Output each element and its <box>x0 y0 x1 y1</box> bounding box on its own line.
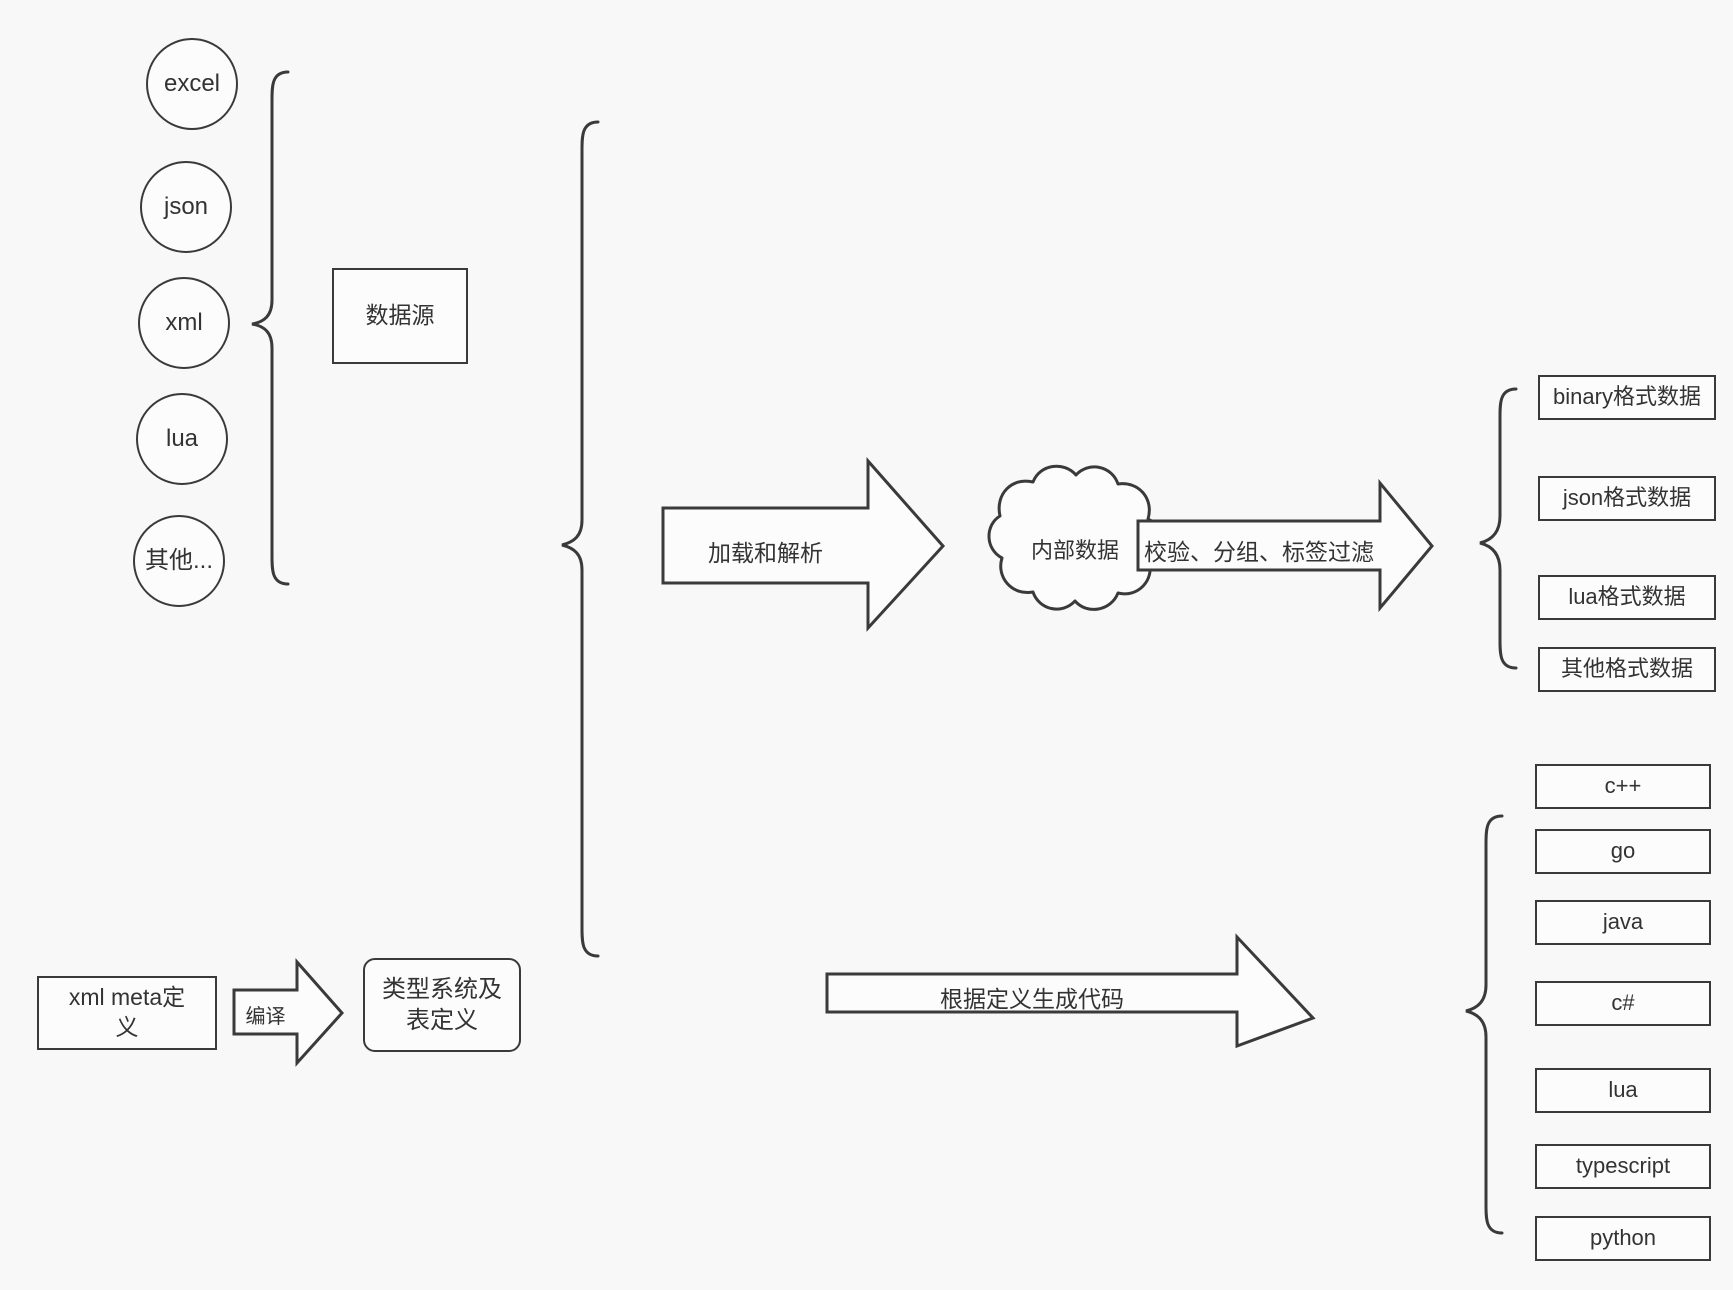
source-node-excel[interactable]: excel <box>146 38 238 130</box>
source-label-other: 其他... <box>144 547 213 575</box>
validate-group-filter-arrow-label: 校验、分组、标签过滤 <box>1144 539 1374 565</box>
output-label-other: 其他格式数据 <box>1560 656 1693 682</box>
lang-box-csharp[interactable]: c# <box>1535 981 1711 1026</box>
type-system-box[interactable]: 类型系统及表定义 <box>363 958 521 1052</box>
source-label-lua: lua <box>165 425 199 453</box>
lang-box-typescript[interactable]: typescript <box>1535 1144 1711 1189</box>
output-box-binary[interactable]: binary格式数据 <box>1538 375 1716 420</box>
output-box-other[interactable]: 其他格式数据 <box>1538 647 1716 692</box>
lang-label-typescript: typescript <box>1575 1153 1671 1179</box>
compile-arrow-label: 编译 <box>245 1006 286 1028</box>
codegen-arrow-label: 根据定义生成代码 <box>940 986 1124 1012</box>
internal-data-cloud-label: 内部数据 <box>1030 538 1119 563</box>
output-label-json: json格式数据 <box>1562 485 1692 511</box>
source-node-lua[interactable]: lua <box>136 393 228 485</box>
lang-label-csharp: c# <box>1611 990 1635 1016</box>
data-source-box[interactable]: 数据源 <box>332 268 468 364</box>
output-box-lua[interactable]: lua格式数据 <box>1538 575 1716 620</box>
source-label-excel: excel <box>163 70 221 98</box>
source-label-json: json <box>163 193 209 221</box>
lang-label-cpp: c++ <box>1604 773 1642 799</box>
xml-meta-definition-box[interactable]: xml meta定义 <box>37 976 217 1050</box>
source-node-json[interactable]: json <box>140 161 232 253</box>
lang-box-go[interactable]: go <box>1535 829 1711 874</box>
central-input-brace <box>561 120 600 958</box>
lang-label-lua: lua <box>1608 1077 1638 1103</box>
output-box-json[interactable]: json格式数据 <box>1538 476 1716 521</box>
load-parse-arrow-label: 加载和解析 <box>708 540 823 566</box>
source-node-xml[interactable]: xml <box>138 277 230 369</box>
lang-label-python: python <box>1589 1225 1657 1251</box>
output-label-lua: lua格式数据 <box>1568 584 1686 610</box>
data-format-brace <box>1479 387 1518 670</box>
xml-meta-definition-label: xml meta定义 <box>68 984 186 1040</box>
lang-label-java: java <box>1602 909 1644 935</box>
language-brace <box>1465 814 1504 1235</box>
lang-box-lua[interactable]: lua <box>1535 1068 1711 1113</box>
lang-box-python[interactable]: python <box>1535 1216 1711 1261</box>
source-group-brace <box>251 70 290 586</box>
source-node-other[interactable]: 其他... <box>133 515 225 607</box>
data-source-label: 数据源 <box>365 302 435 329</box>
lang-box-cpp[interactable]: c++ <box>1535 764 1711 809</box>
output-label-binary: binary格式数据 <box>1553 384 1701 410</box>
lang-box-java[interactable]: java <box>1535 900 1711 945</box>
source-label-xml: xml <box>165 309 203 337</box>
lang-label-go: go <box>1610 838 1636 864</box>
type-system-label: 类型系统及表定义 <box>382 975 502 1034</box>
